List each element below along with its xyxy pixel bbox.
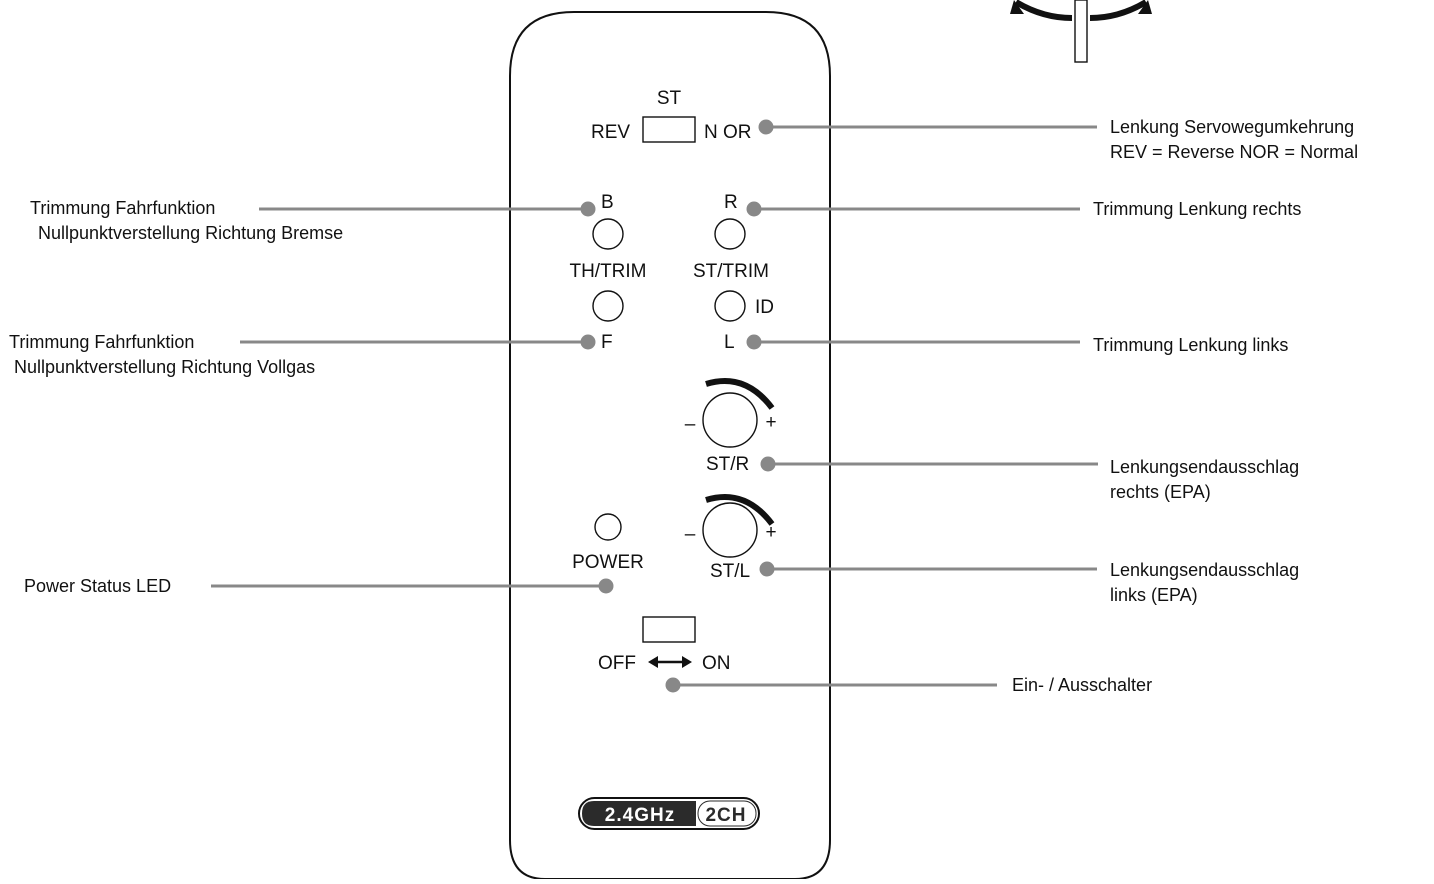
dot-th-trim-throttle (580, 334, 596, 350)
dot-power-switch (665, 677, 681, 693)
st-trim-label: ST/TRIM (693, 261, 769, 282)
power-label: POWER (572, 552, 644, 573)
st-l-dial[interactable]: – + ST/L (685, 494, 777, 582)
st-r-label: ST/R (706, 454, 749, 475)
dot-st-reverse (758, 119, 774, 135)
antenna-shaft (1074, 0, 1088, 63)
callout-st-trim-left: Trimmung Lenkung links (1093, 335, 1288, 355)
callout-power-switch: Ein- / Ausschalter (1012, 675, 1152, 695)
th-trim-b-label: B (601, 192, 614, 213)
badge-dark-segment (582, 801, 696, 826)
th-trim-f-label: F (601, 332, 613, 353)
callout-th-brake-line1: Trimmung Fahrfunktion (30, 198, 215, 218)
leader-lines (211, 119, 1098, 693)
st-l-plus-label: + (765, 522, 776, 543)
st-r-minus-label: – (685, 414, 696, 435)
power-led (594, 513, 622, 541)
rotate-arrow-right-icon (1089, 0, 1148, 21)
badge-light-segment (697, 800, 757, 827)
power-on-label: ON (702, 653, 731, 674)
st-trim-group: R ST/TRIM ID L (693, 192, 774, 353)
callouts-right: Lenkung Servowegumkehrung REV = Reverse … (1012, 117, 1358, 695)
callout-th-throttle-line2: Nullpunktverstellung Richtung Vollgas (14, 357, 315, 377)
arrowhead-right-icon (1138, 0, 1152, 14)
callout-epa-right-line2: rechts (EPA) (1110, 482, 1211, 502)
st-reverse-slider[interactable] (642, 116, 696, 143)
callout-epa-right-line1: Lenkungsendausschlag (1110, 457, 1299, 477)
callouts-left: Trimmung Fahrfunktion Nullpunktverstellu… (9, 198, 343, 596)
antenna (1010, 0, 1152, 63)
st-switch-nor-label: N OR (704, 122, 752, 143)
callout-th-throttle-line1: Trimmung Fahrfunktion (9, 332, 194, 352)
st-r-plus-label: + (765, 412, 776, 433)
st-trim-right-button[interactable] (714, 218, 746, 250)
st-l-dial-arc (705, 494, 775, 526)
dot-power-led (598, 578, 614, 594)
st-l-label: ST/L (710, 561, 750, 582)
callout-th-brake-line2: Nullpunktverstellung Richtung Bremse (38, 223, 343, 243)
th-trim-brake-button[interactable] (592, 218, 624, 250)
st-switch-title: ST (657, 88, 682, 109)
callout-st-trim-right: Trimmung Lenkung rechts (1093, 199, 1301, 219)
power-led-group: POWER (572, 513, 644, 573)
st-r-dial-arc (705, 378, 775, 410)
callout-st-reverse-line2: REV = Reverse NOR = Normal (1110, 142, 1358, 162)
st-switch-rev-label: REV (591, 122, 630, 143)
dot-epa-right (760, 456, 776, 472)
th-trim-throttle-button[interactable] (592, 290, 624, 322)
double-arrow-icon (648, 656, 692, 668)
power-off-label: OFF (598, 653, 636, 674)
badge-frequency-text: 2.4GHz (605, 805, 675, 826)
st-r-dial[interactable]: – + ST/R (685, 378, 777, 475)
dot-st-trim-left (746, 334, 762, 350)
th-trim-label: TH/TRIM (569, 261, 646, 282)
callout-power-led: Power Status LED (24, 576, 171, 596)
th-trim-group: B TH/TRIM F (569, 192, 646, 353)
st-trim-r-label: R (724, 192, 738, 213)
st-r-dial-knob[interactable] (702, 392, 758, 448)
power-switch-slider[interactable] (642, 616, 696, 643)
st-trim-left-button[interactable] (714, 290, 746, 322)
frequency-badge: 2.4GHz 2CH (578, 797, 760, 830)
st-reverse-switch[interactable]: ST REV N OR (591, 88, 752, 143)
badge-channel-text: 2CH (705, 805, 746, 826)
st-l-dial-knob[interactable] (702, 502, 758, 558)
dot-th-trim-brake (580, 201, 596, 217)
st-l-minus-label: – (685, 524, 696, 545)
power-switch[interactable]: OFF ON (598, 616, 731, 674)
dot-st-trim-right (746, 201, 762, 217)
id-label: ID (755, 297, 774, 318)
rotate-arrow-left-icon (1014, 0, 1073, 21)
callout-epa-left-line2: links (EPA) (1110, 585, 1198, 605)
dot-epa-left (759, 561, 775, 577)
callout-epa-left-line1: Lenkungsendausschlag (1110, 560, 1299, 580)
callout-st-reverse-line1: Lenkung Servowegumkehrung (1110, 117, 1354, 137)
arrowhead-left-icon (1010, 0, 1024, 14)
st-trim-l-label: L (724, 332, 735, 353)
